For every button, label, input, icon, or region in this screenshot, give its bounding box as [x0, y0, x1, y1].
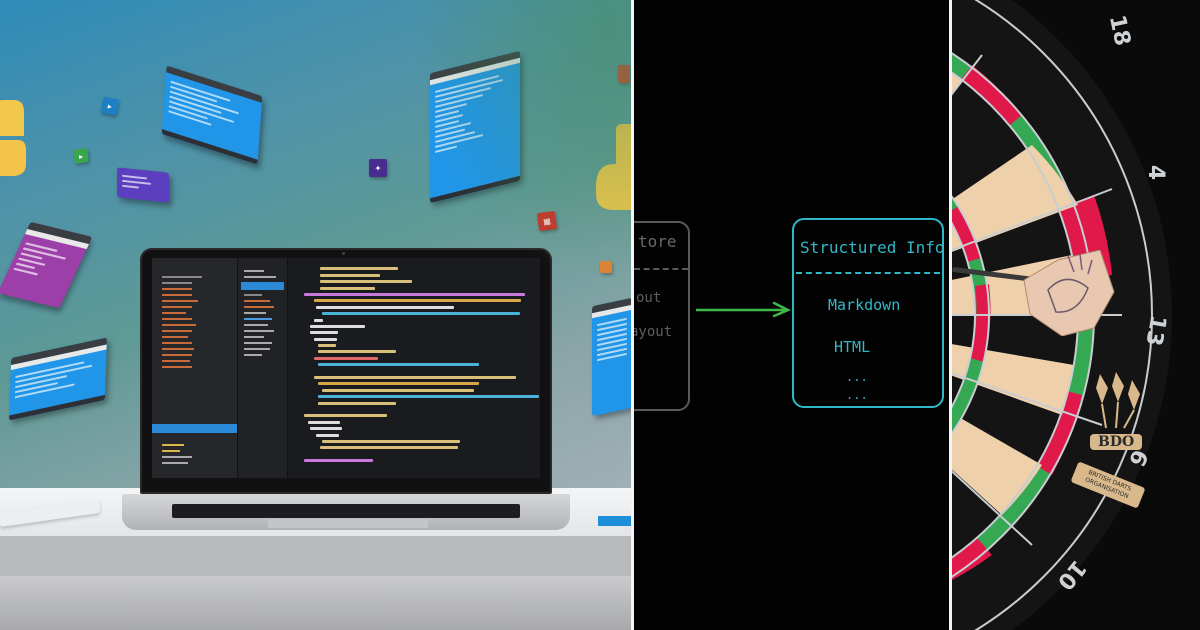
arrow-right-icon [696, 301, 791, 318]
structured-info-item: Markdown [828, 296, 901, 314]
laptop-illustration-panel: ▸ ▸ ✦ ▦ [0, 0, 631, 630]
darts-logo-icon [1096, 372, 1140, 429]
diagram-panel: tore out ayout Structured Info Markdown … [634, 0, 949, 630]
python-logo-icon [596, 124, 631, 210]
desk-edge [0, 536, 631, 576]
floating-app-chip-icon: ▸ [73, 148, 89, 164]
webcam-icon [342, 252, 345, 255]
source-box [634, 221, 690, 411]
file-explorer-pane [152, 258, 238, 478]
source-box-item: ayout [634, 324, 673, 340]
blue-notebook [598, 516, 631, 526]
desk-drawer [0, 576, 631, 630]
structured-info-item: HTML [834, 338, 871, 356]
floating-code-window [430, 50, 520, 204]
dart-flight-icon [1023, 250, 1115, 336]
laptop-screen [140, 248, 552, 494]
source-box-header: tore [638, 232, 677, 251]
dartboard-panel: 18 4 13 6 10 BDO BRITISH DARTS ORGANISAT… [952, 0, 1200, 630]
floating-code-window [161, 65, 263, 165]
structured-info-divider [796, 272, 940, 274]
python-logo-icon [0, 100, 26, 176]
structured-info-box [792, 218, 944, 408]
bdo-name: BRITISH DARTS ORGANISATION [1070, 461, 1146, 509]
source-box-item: out [636, 290, 662, 306]
structured-info-header: Structured Info [800, 238, 945, 257]
code-pane [288, 258, 540, 478]
dartboard-number: 13 [1140, 313, 1171, 348]
floating-code-window [592, 297, 631, 417]
structured-info-item: ... [846, 388, 868, 402]
panel-divider [949, 0, 952, 630]
panel-divider [631, 0, 634, 630]
code-editor [152, 258, 540, 478]
floating-app-chip-icon: ▦ [536, 210, 558, 232]
laptop-keyboard [172, 504, 520, 518]
floating-code-window [8, 337, 108, 421]
bdo-logo: BDO BRITISH DARTS ORGANISATION [1070, 370, 1152, 530]
floating-code-window [117, 167, 169, 203]
floating-code-window [0, 221, 93, 309]
floating-app-chip-icon [600, 261, 612, 273]
source-box-divider [634, 268, 688, 270]
floating-app-chip-icon [618, 65, 630, 83]
dartboard-number: 4 [1143, 164, 1169, 181]
laptop-trackpad [268, 519, 428, 528]
floating-app-chip-icon: ✦ [369, 159, 387, 177]
floating-app-chip-icon: ▸ [100, 96, 120, 116]
selected-file-row[interactable] [152, 424, 237, 433]
structured-info-item: ... [846, 370, 868, 384]
bdo-initials: BDO [1090, 434, 1143, 450]
outline-pane [238, 258, 288, 478]
